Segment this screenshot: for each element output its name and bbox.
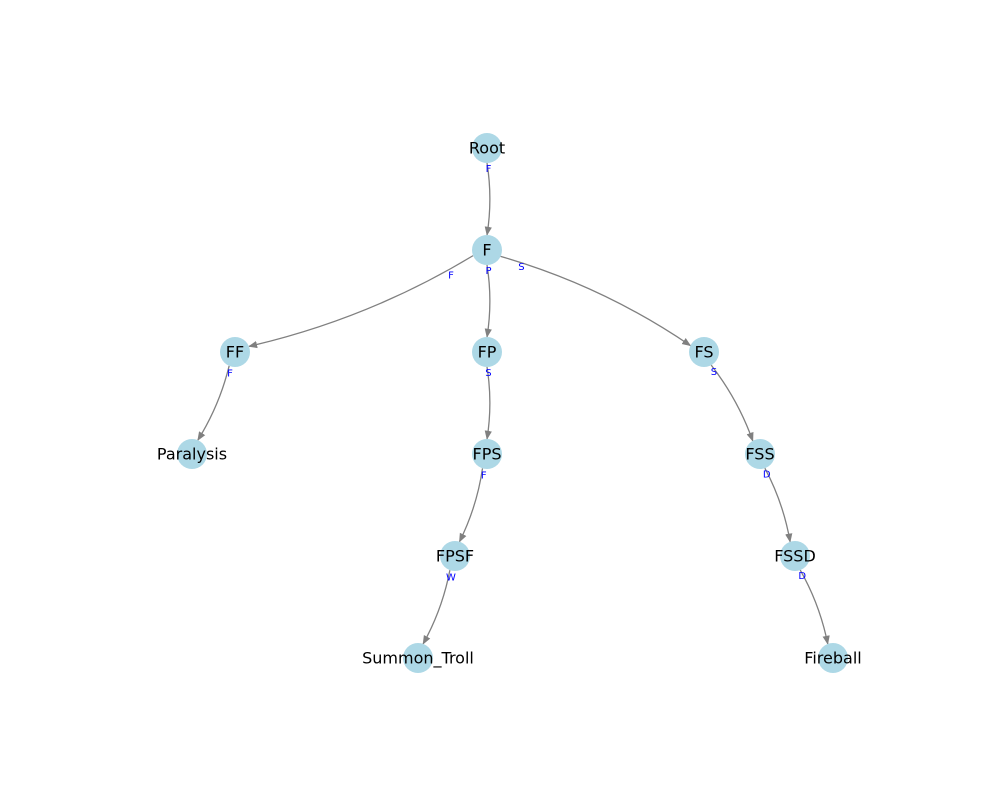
edge-label-f-fs: S (518, 262, 524, 273)
node-fs: FS (689, 337, 719, 367)
node-label-summon_troll: Summon_Troll (362, 649, 474, 669)
edge-root-f (484, 162, 492, 236)
node-label-fp: FP (478, 343, 497, 362)
node-circle-fp (472, 337, 502, 367)
node-circle-fs (689, 337, 719, 367)
edge-f-fs (500, 255, 692, 347)
node-label-fireball: Fireball (804, 649, 861, 668)
edge-label-fs-fss: S (711, 367, 717, 378)
node-fssd: FSSD (774, 541, 816, 571)
node-fps: FPS (472, 439, 502, 469)
node-circle-f (472, 235, 502, 265)
node-summon_troll: Summon_Troll (362, 643, 474, 673)
node-label-ff: FF (226, 343, 244, 362)
edge-fss-fssd (764, 467, 793, 543)
node-fireball: Fireball (804, 643, 862, 673)
node-label-fss: FSS (745, 445, 774, 464)
node-fss: FSS (745, 439, 775, 469)
edge-label-fps-fpsf: F (481, 470, 487, 481)
node-paralysis: Paralysis (157, 439, 227, 469)
node-circle-summon_troll (403, 643, 433, 673)
node-circle-root (472, 133, 502, 163)
node-circle-fps (472, 439, 502, 469)
node-circle-paralysis (177, 439, 207, 469)
edge-label-fp-fps: S (485, 368, 491, 379)
node-label-fps: FPS (472, 445, 501, 464)
edge-label-f-fp: P (485, 266, 491, 277)
edge-f-fp (484, 264, 492, 338)
node-circle-ff (220, 337, 250, 367)
edge-label-root-f: F (486, 164, 492, 175)
node-label-fssd: FSSD (774, 547, 816, 566)
node-circle-fpsf (440, 541, 470, 571)
node-root: Root (469, 133, 505, 163)
edge-fpsf-summon_troll (422, 569, 451, 645)
edge-fps-fpsf (458, 468, 484, 543)
edge-label-f-ff: F (448, 270, 454, 281)
node-label-root: Root (469, 139, 505, 158)
node-fpsf: FPSF (436, 541, 474, 571)
edge-ff-paralysis (197, 365, 230, 441)
node-f: F (472, 235, 502, 265)
edge-fssd-fireball (799, 569, 830, 645)
edge-label-fssd-fireball: D (798, 571, 806, 582)
edge-label-ff-paralysis: F (227, 368, 233, 379)
node-label-fs: FS (694, 343, 713, 362)
edge-f-ff (248, 255, 474, 349)
node-circle-fss (745, 439, 775, 469)
node-circle-fssd (780, 541, 810, 571)
node-label-f: F (482, 241, 491, 260)
edge-fs-fss (710, 364, 754, 442)
node-circle-fireball (818, 643, 848, 673)
node-ff: FF (220, 337, 250, 367)
node-fp: FP (472, 337, 502, 367)
edge-label-fss-fssd: D (763, 469, 771, 480)
edge-fp-fps (484, 366, 492, 440)
node-label-paralysis: Paralysis (157, 445, 227, 464)
edges-layer (197, 162, 830, 645)
node-label-fpsf: FPSF (436, 547, 474, 566)
edge-label-fpsf-summon_troll: W (446, 572, 456, 583)
